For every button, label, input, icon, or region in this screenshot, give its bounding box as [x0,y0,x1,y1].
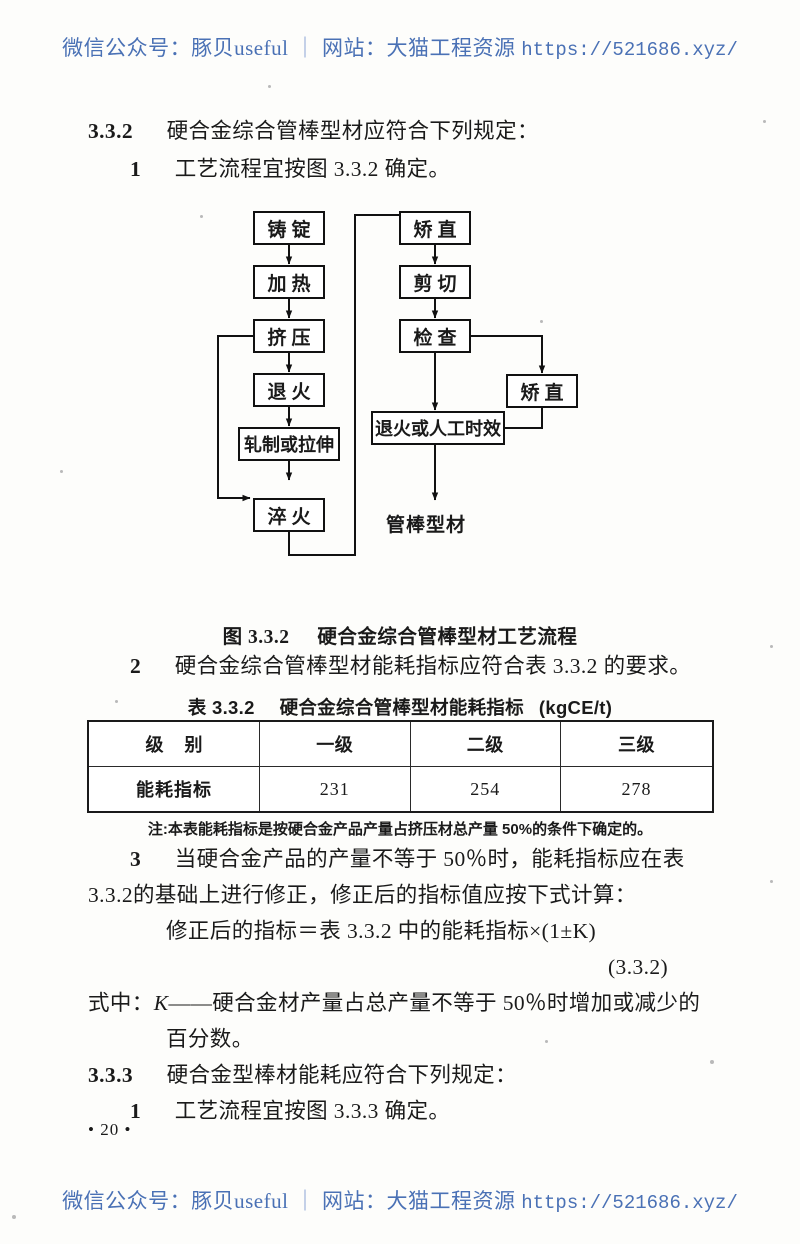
formula-number: (3.3.2) [608,953,668,982]
table-cell-value-level-2: 254 [409,766,562,813]
clause-3-3-2-item-1: 1 工艺流程宜按图 3.3.2 确定。 [130,155,450,184]
scan-speck [545,1040,548,1043]
flow-box-anneal: 退火 [253,373,325,407]
table-row: 能耗指标 231 254 278 [87,766,714,813]
item-3-number: 3 [130,847,142,871]
table-title-number: 表 3.3.2 [187,697,255,718]
flow-box-shear: 剪切 [399,265,471,299]
flow-box-anneal-age: 退火或人工时效 [371,411,505,445]
flow-box-heating-label: 加热 [267,273,316,295]
formula-expression: 修正后的指标＝表 3.3.2 中的能耗指标×(1±K) [166,917,596,946]
flow-box-roll-draw-label: 轧制或拉伸 [244,435,334,455]
clause-3-3-3-heading: 3.3.3 硬合金型棒材能耗应符合下列规定： [88,1061,517,1090]
flow-box-heating: 加热 [253,265,325,299]
clause-3-3-2-heading: 3.3.2 硬合金综合管棒型材应符合下列规定： [88,117,539,146]
figure-caption-number: 图 3.3.2 [222,627,290,648]
watermark-url: https://521686.xyz/ [521,39,738,61]
clause-3-3-2-text: 硬合金综合管棒型材应符合下列规定： [166,119,539,143]
flow-box-straighten-2-label: 矫直 [520,382,569,404]
watermark-footer-wechat-text: 微信公众号：豚贝useful [62,1189,289,1213]
figure-caption: 图 3.3.2 硬合金综合管棒型材工艺流程 [0,620,800,649]
clause-3-3-3-item-1-number: 1 [130,1099,142,1123]
flow-box-extrude-label: 挤压 [267,327,316,349]
flow-box-casting: 铸锭 [253,211,325,245]
clause-3-3-2-item-3-line-2: 3.3.2的基础上进行修正，修正后的指标值应按下式计算： [88,881,637,910]
page-number: • 20 • [88,1120,132,1139]
formula-where-line-2: 百分数。 [166,1025,254,1054]
watermark-site-text: 网站：大猫工程资源 [321,36,516,60]
watermark-footer-site-text: 网站：大猫工程资源 [321,1189,516,1213]
watermark-separator: ｜ [294,36,316,60]
flow-box-shear-label: 剪切 [413,273,462,295]
flow-box-inspect: 检查 [399,319,471,353]
scan-speck [763,120,766,123]
table-row-header: 级 别 一级 二级 三级 [87,720,714,767]
scan-speck [60,470,63,473]
item-3-text-line-2: 3.3.2的基础上进行修正，修正后的指标值应按下式计算： [88,883,637,907]
clause-3-3-2-item-2: 2 硬合金综合管棒型材能耗指标应符合表 3.3.2 的要求。 [130,652,691,681]
table-cell-value-level-3: 278 [560,766,714,813]
flow-box-anneal-label: 退火 [267,381,316,403]
process-flow-diagram: 铸锭 加热 挤压 退火 轧制或拉伸 淬火 矫直 剪切 检查 退火或人工时效 [150,195,650,595]
table-title-unit: (kgCE/t) [538,697,613,718]
table-cell-value-level-1: 231 [259,766,411,813]
table-title: 表 3.3.2 硬合金综合管棒型材能耗指标 (kgCE/t) [0,694,800,720]
link-quench-bridge-to-straighten1 [288,214,431,556]
flow-box-straighten-2: 矫直 [506,374,578,408]
link-inspect-to-rework [471,335,546,374]
clause-3-3-3-item-1-text: 工艺流程宜按图 3.3.3 确定。 [174,1099,451,1123]
clause-3-3-3-number: 3.3.3 [88,1063,133,1087]
energy-index-table: 级 别 一级 二级 三级 能耗指标 231 254 278 [87,720,714,813]
watermark-footer: 微信公众号：豚贝useful｜网站：大猫工程资源 https://521686.… [0,1185,800,1215]
table-header-level-3: 三级 [560,720,714,767]
flow-box-anneal-age-label: 退火或人工时效 [375,419,501,439]
scan-speck [770,880,773,883]
clause-3-3-3-text: 硬合金型棒材能耗应符合下列规定： [166,1063,517,1087]
scan-speck [710,1060,714,1064]
flow-box-straighten-1: 矫直 [399,211,471,245]
table-header-level-1: 一级 [259,720,411,767]
watermark-footer-separator: ｜ [294,1189,316,1213]
clause-3-3-2-number: 3.3.2 [88,119,133,143]
clause-3-3-3-item-1: 1 工艺流程宜按图 3.3.3 确定。 [130,1097,450,1126]
clause-3-3-2-item-3-line-1: 3 当硬合金产品的产量不等于 50％时，能耗指标应在表 [130,845,685,874]
item-1-number: 1 [130,157,142,181]
flow-box-roll-draw: 轧制或拉伸 [238,427,340,461]
scan-speck [200,215,203,218]
scan-speck [540,320,543,323]
scan-speck [770,645,773,648]
scan-speck [268,85,271,88]
formula-text: 修正后的指标＝表 3.3.2 中的能耗指标×(1±K) [166,919,597,943]
table-title-text: 硬合金综合管棒型材能耗指标 [279,697,524,718]
formula-number-text: (3.3.2) [608,955,669,979]
where-prefix: 式中： [88,991,154,1015]
flow-box-extrude: 挤压 [253,319,325,353]
where-definition-line-1: ——硬合金材产量占总产量不等于 50％时增加或减少的 [168,991,701,1015]
item-1-text: 工艺流程宜按图 3.3.2 确定。 [174,157,451,181]
formula-where-line-1: 式中：K——硬合金材产量占总产量不等于 50％时增加或减少的 [88,989,700,1018]
where-symbol-k: K [153,991,169,1015]
table-row-label-energy-index: 能耗指标 [87,766,260,813]
flow-box-inspect-label: 检查 [413,327,462,349]
flow-output-label: 管棒型材 [386,515,467,536]
figure-caption-text: 硬合金综合管棒型材工艺流程 [317,626,578,648]
table-header-level-2: 二级 [409,720,562,767]
flow-box-quench-label: 淬火 [267,506,316,528]
scan-speck [12,1215,16,1219]
table-note: 注:本表能耗指标是按硬合金产品产量占挤压材总产量 50%的条件下确定的。 [147,821,653,838]
watermark-wechat-text: 微信公众号：豚贝useful [62,36,289,60]
flow-box-straighten-1-label: 矫直 [413,219,462,241]
flow-box-quench: 淬火 [253,498,325,532]
watermark-footer-url: https://521686.xyz/ [521,1192,738,1214]
where-definition-line-2: 百分数。 [166,1027,254,1051]
item-3-text-line-1: 当硬合金产品的产量不等于 50％时，能耗指标应在表 [174,847,685,871]
table-header-grade: 级 别 [87,720,260,767]
scan-speck [115,700,118,703]
watermark-header: 微信公众号：豚贝useful｜网站：大猫工程资源 https://521686.… [0,32,800,62]
flow-box-casting-label: 铸锭 [267,219,316,241]
link-extrude-loop-to-quench [217,335,253,502]
item-2-text: 硬合金综合管棒型材能耗指标应符合表 3.3.2 的要求。 [174,654,692,678]
item-2-number: 2 [130,654,142,678]
